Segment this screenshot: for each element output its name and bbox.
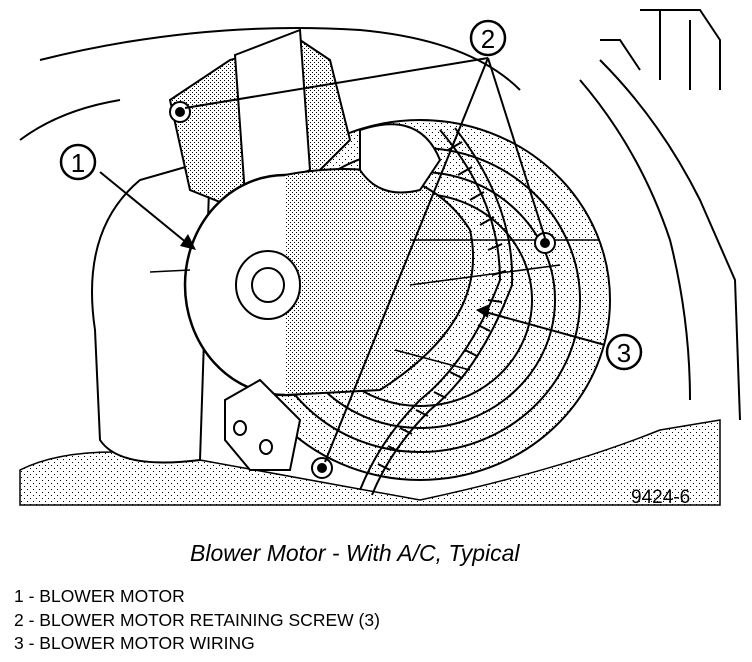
callout-2-label: 2: [481, 24, 495, 54]
lower-mount-tab: [224, 378, 302, 471]
tab-hole: [233, 420, 247, 436]
callout-3: 3: [605, 333, 643, 371]
housing-ribs: [149, 239, 600, 371]
callout-3-label: 3: [617, 338, 631, 368]
legend-item: 1 - BLOWER MOTOR: [14, 586, 185, 606]
leader-arrowhead: [180, 234, 196, 250]
retaining-screws: [169, 101, 556, 479]
figure-id: 9424-6: [631, 487, 691, 508]
left-panel: [91, 158, 212, 464]
wire-connector-top: [233, 28, 312, 197]
figure-caption: Blower Motor - With A/C, Typical: [190, 540, 520, 566]
leader-arrowhead: [476, 304, 490, 318]
blower-motor: [183, 123, 475, 397]
floor-shading: [19, 419, 721, 506]
callout-2: 2: [469, 19, 507, 57]
legend-item: 3 - BLOWER MOTOR WIRING: [14, 633, 255, 653]
parts-legend: 1 - BLOWER MOTOR 2 - BLOWER MOTOR RETAIN…: [14, 585, 380, 656]
leader-lines: [99, 57, 606, 463]
callout-1-label: 1: [71, 148, 85, 178]
blower-motor-illustration: 1 2 3: [19, 9, 741, 506]
callout-1: 1: [59, 143, 97, 181]
legend-item: 2 - BLOWER MOTOR RETAINING SCREW (3): [14, 609, 380, 630]
tab-hole: [259, 439, 273, 455]
